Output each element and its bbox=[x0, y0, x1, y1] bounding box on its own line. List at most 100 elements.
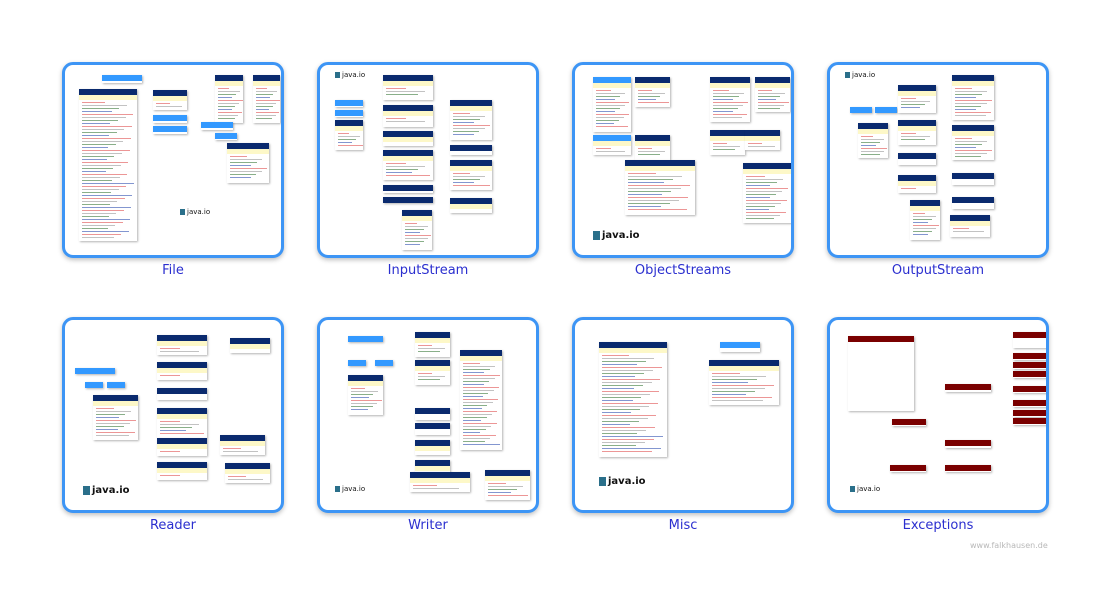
class-box bbox=[1013, 332, 1046, 348]
class-box bbox=[720, 342, 760, 352]
package-name: java.io bbox=[608, 476, 646, 487]
diagram-thumbnail-outputstream[interactable]: java.io bbox=[827, 62, 1049, 258]
class-box bbox=[85, 382, 103, 388]
thumbnail-label-inputstream[interactable]: InputStream bbox=[387, 263, 469, 278]
class-box bbox=[375, 360, 393, 366]
thumbnail-label-misc[interactable]: Misc bbox=[668, 518, 698, 533]
package-icon bbox=[83, 486, 90, 495]
class-box bbox=[1013, 353, 1046, 360]
package-icon bbox=[850, 486, 855, 492]
package-name: java.io bbox=[852, 71, 876, 79]
class-box bbox=[858, 123, 888, 158]
class-box bbox=[945, 465, 991, 472]
diagram-thumbnail-reader[interactable]: java.io bbox=[62, 317, 284, 513]
class-box bbox=[625, 160, 695, 215]
class-box bbox=[410, 472, 470, 492]
class-box bbox=[743, 163, 791, 223]
package-name: java.io bbox=[92, 485, 130, 496]
class-box bbox=[225, 463, 270, 483]
class-box bbox=[153, 90, 187, 110]
class-box bbox=[215, 75, 243, 123]
class-box bbox=[755, 77, 790, 112]
class-box bbox=[383, 185, 433, 193]
class-box bbox=[348, 360, 366, 366]
class-box bbox=[950, 215, 990, 237]
class-box bbox=[415, 423, 450, 435]
class-box bbox=[153, 126, 187, 134]
package-label: java.io bbox=[593, 230, 640, 241]
package-label: java.io bbox=[845, 71, 875, 79]
class-box bbox=[227, 143, 269, 183]
diagram-thumbnail-objectstreams[interactable]: java.io bbox=[572, 62, 794, 258]
class-box bbox=[157, 438, 207, 456]
class-box bbox=[485, 470, 530, 500]
class-box bbox=[253, 75, 280, 123]
class-box bbox=[383, 105, 433, 127]
class-box bbox=[220, 435, 265, 455]
class-box bbox=[383, 150, 433, 180]
class-box bbox=[635, 77, 670, 107]
class-box bbox=[848, 336, 914, 411]
class-box bbox=[348, 375, 383, 415]
class-box bbox=[335, 100, 363, 107]
class-box bbox=[898, 153, 936, 165]
class-box bbox=[107, 382, 125, 388]
class-box bbox=[415, 332, 450, 357]
watermark: www.falkhausen.de bbox=[970, 541, 1048, 550]
thumbnail-label-writer[interactable]: Writer bbox=[408, 518, 448, 533]
class-box bbox=[75, 368, 115, 374]
class-box bbox=[898, 85, 936, 113]
class-box bbox=[910, 200, 940, 240]
package-name: java.io bbox=[342, 485, 366, 493]
class-box bbox=[415, 408, 450, 420]
class-box bbox=[415, 360, 450, 385]
class-box bbox=[1013, 362, 1046, 369]
class-box bbox=[450, 100, 492, 140]
package-label: java.io bbox=[180, 208, 210, 216]
class-box bbox=[850, 107, 872, 113]
class-box bbox=[710, 77, 750, 122]
class-box bbox=[1013, 386, 1046, 393]
class-box bbox=[157, 362, 207, 380]
thumbnail-label-outputstream[interactable]: OutputStream bbox=[891, 263, 985, 278]
class-box bbox=[383, 75, 433, 100]
class-box bbox=[415, 440, 450, 455]
package-label: java.io bbox=[335, 71, 365, 79]
class-box bbox=[1013, 371, 1046, 378]
class-box bbox=[79, 89, 137, 241]
thumbnail-label-exceptions[interactable]: Exceptions bbox=[902, 518, 974, 533]
class-box bbox=[1013, 418, 1046, 425]
class-box bbox=[157, 388, 207, 400]
class-box bbox=[383, 131, 433, 146]
class-box bbox=[157, 335, 207, 355]
class-box bbox=[93, 395, 138, 440]
class-box bbox=[402, 210, 432, 250]
class-box bbox=[102, 75, 142, 83]
diagram-thumbnail-writer[interactable]: java.io bbox=[317, 317, 539, 513]
class-box bbox=[710, 130, 745, 155]
package-label: java.io bbox=[83, 485, 130, 496]
class-box bbox=[745, 130, 780, 150]
thumbnail-label-file[interactable]: File bbox=[162, 263, 184, 278]
diagram-thumbnail-inputstream[interactable]: java.io bbox=[317, 62, 539, 258]
class-box bbox=[157, 462, 207, 480]
class-box bbox=[898, 120, 936, 145]
class-box bbox=[635, 135, 670, 160]
class-box bbox=[335, 120, 363, 150]
class-box bbox=[952, 125, 994, 160]
package-icon bbox=[845, 72, 850, 78]
diagram-thumbnail-exceptions[interactable]: java.io bbox=[827, 317, 1049, 513]
class-box bbox=[157, 408, 207, 438]
thumbnail-label-reader[interactable]: Reader bbox=[149, 518, 196, 533]
class-box bbox=[952, 173, 994, 185]
package-name: java.io bbox=[857, 485, 881, 493]
diagram-thumbnail-file[interactable]: java.io bbox=[62, 62, 284, 258]
class-box bbox=[593, 77, 631, 132]
thumbnail-label-objectstreams[interactable]: ObjectStreams bbox=[634, 263, 732, 278]
diagram-thumbnail-misc[interactable]: java.io bbox=[572, 317, 794, 513]
class-box bbox=[450, 198, 492, 213]
package-name: java.io bbox=[602, 230, 640, 241]
package-icon bbox=[593, 231, 600, 240]
class-box bbox=[599, 342, 667, 457]
package-icon bbox=[335, 486, 340, 492]
